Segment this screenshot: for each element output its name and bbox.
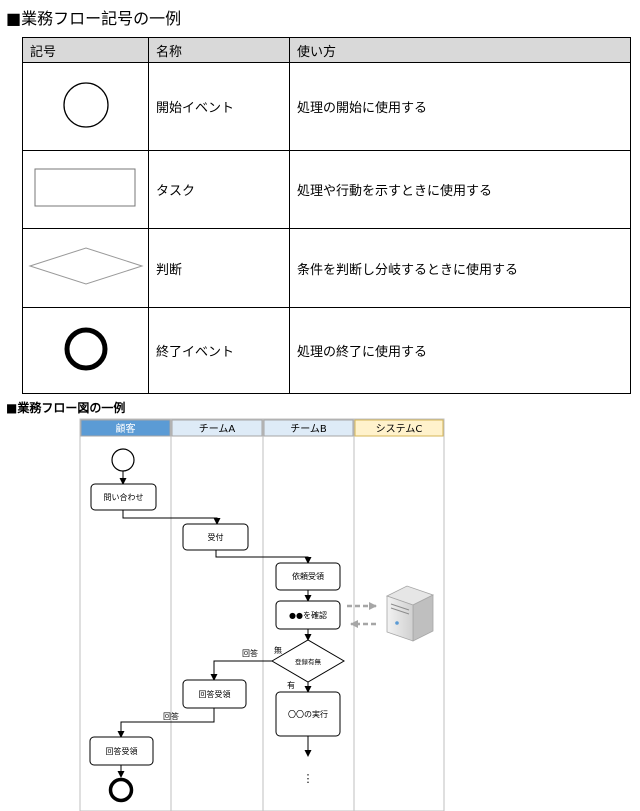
lane-header-bg xyxy=(263,419,354,437)
decision-registration xyxy=(271,639,345,683)
edge-label: 回答 xyxy=(163,711,179,721)
start-event-icon xyxy=(111,448,135,472)
task-label: 回答受領 xyxy=(199,689,231,699)
lane-header-customer: 顧客 xyxy=(80,419,171,437)
lane-label: チームB xyxy=(290,423,327,435)
symbol-usage: 処理や行動を示すときに使用する xyxy=(289,150,631,229)
continuation-ellipsis: ⋮ xyxy=(303,772,314,785)
rectangle-icon xyxy=(34,168,135,206)
lane-header-system-c: システムC xyxy=(354,419,444,437)
task-label: 受付 xyxy=(208,532,224,542)
symbol-name: 開始イベント xyxy=(148,62,290,151)
edge-label: 無 xyxy=(274,645,282,655)
server-icon xyxy=(385,585,435,642)
table-header: 名称 xyxy=(148,37,290,63)
lane-label: チームA xyxy=(199,423,236,435)
edge-label: 回答 xyxy=(242,648,258,658)
lane-label: システムC xyxy=(376,423,423,435)
edge xyxy=(210,660,272,681)
task-label: ●●を確認 xyxy=(289,610,327,620)
thick-circle-icon xyxy=(64,327,107,370)
table-row: 判断 条件を判断し分岐するときに使用する xyxy=(22,228,631,308)
section-title-flow: ■業務フロー図の一例 xyxy=(6,401,126,415)
edge-label: 有 xyxy=(287,680,295,690)
symbol-cell xyxy=(22,307,149,394)
diamond-icon xyxy=(27,247,144,285)
symbol-table: 記号 名称 使い方 開始イベント 処理の開始に使用する タスク 処理や行動を示す… xyxy=(22,37,631,394)
symbol-usage: 処理の終了に使用する xyxy=(289,307,631,394)
end-event-icon xyxy=(108,777,134,803)
table-header-row: 記号 名称 使い方 xyxy=(22,37,631,63)
lane-header-bg xyxy=(354,419,444,437)
table-row: 終了イベント 処理の終了に使用する xyxy=(22,307,631,394)
symbol-usage: 処理の開始に使用する xyxy=(289,62,631,151)
task-label: 問い合わせ xyxy=(104,492,144,502)
lane-header-team-b: チームB xyxy=(263,419,354,437)
symbol-name: タスク xyxy=(148,150,290,229)
lane-label: 顧客 xyxy=(116,422,136,435)
edge xyxy=(215,550,312,564)
circle-icon xyxy=(62,81,109,128)
table-row: 開始イベント 処理の開始に使用する xyxy=(22,62,631,151)
lane-header-bg xyxy=(80,419,171,437)
lane-frame xyxy=(79,418,445,811)
section-title-symbols: ■業務フロー記号の一例 xyxy=(6,9,182,28)
task-label: 依頼受領 xyxy=(292,571,324,581)
table-row: タスク 処理や行動を示すときに使用する xyxy=(22,150,631,229)
table-header: 使い方 xyxy=(289,37,631,63)
edge xyxy=(122,510,221,525)
decision-label: 登録有無 xyxy=(295,657,322,666)
edge xyxy=(117,708,215,738)
task-label: 〇〇の実行 xyxy=(288,709,328,719)
lane-header-team-a: チームA xyxy=(171,419,263,437)
task-label: 回答受領 xyxy=(106,746,138,756)
lane-header-bg xyxy=(171,419,263,437)
symbol-usage: 条件を判断し分岐するときに使用する xyxy=(289,228,631,308)
symbol-cell xyxy=(22,62,149,151)
